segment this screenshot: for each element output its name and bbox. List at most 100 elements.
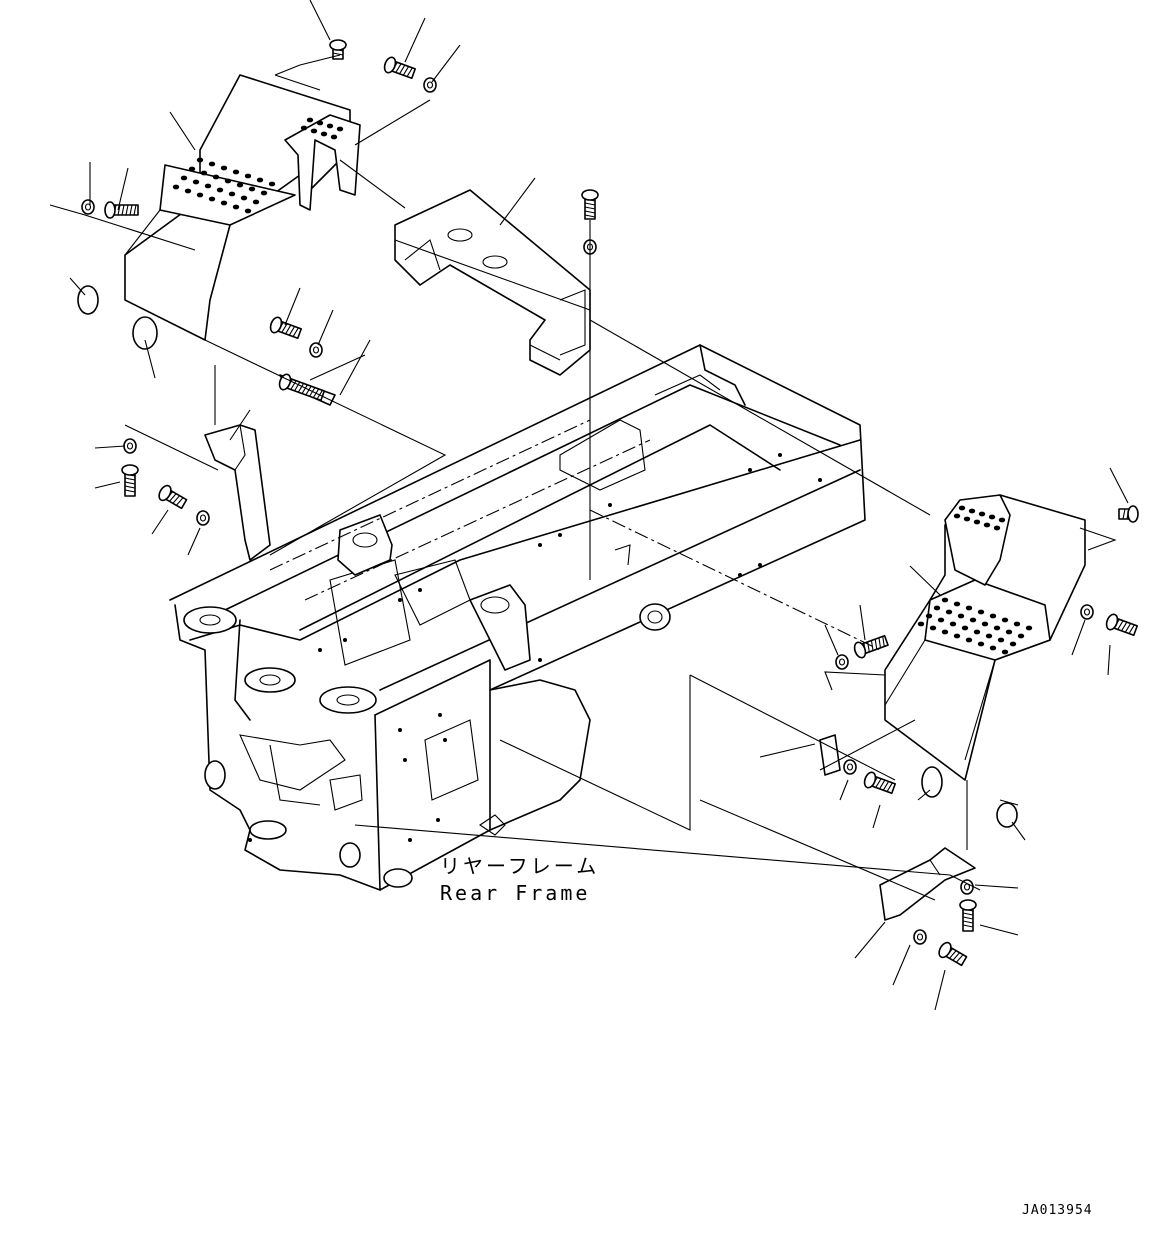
perforation-hole [961,625,969,631]
center-bracket [394,189,591,376]
washer [843,759,857,775]
perforation-hole [172,184,180,190]
perforation-hole [204,183,212,189]
bolt [329,39,347,60]
perforation-hole [300,125,308,131]
right-support-bracket [819,734,976,921]
perforation-hole [985,633,993,639]
bolt [959,899,977,932]
perforation-hole [316,120,324,126]
perforation-hole [917,621,925,627]
perforation-hole [200,170,208,176]
perforation-hole [929,625,937,631]
perforation-hole [1017,633,1025,639]
bolt [269,316,303,340]
assembly-lines [124,54,1117,901]
right-step-cover [884,494,1086,781]
perforation-hole [993,525,1001,531]
perforation-hole [260,190,268,196]
plug-cap [921,766,943,798]
perforation-hole [989,645,997,651]
perforation-hole [306,117,314,123]
left-step-cover [124,74,361,341]
perforation-hole [188,166,196,172]
perforation-hole [310,128,318,134]
perforation-hole [248,186,256,192]
perforation-hole [180,175,188,181]
plug-cap [132,316,158,350]
bolt [278,373,326,402]
washer [309,342,323,358]
perforation-hole [208,196,216,202]
perforation-hole [330,134,338,140]
bolt [104,201,139,219]
perforation-hole [212,174,220,180]
washer [196,510,210,526]
perforation-hole [232,169,240,175]
perforation-hole [1001,617,1009,623]
perforation-hole [957,613,965,619]
perforation-hole [941,597,949,603]
leader-lines [49,0,1129,1011]
perforation-hole [208,161,216,167]
perforation-hole [933,605,941,611]
bolt [383,56,417,80]
perforation-hole [1005,629,1013,635]
perforation-hole [965,605,973,611]
perforation-hole [953,633,961,639]
perforation-hole [969,617,977,623]
perforation-hole [973,519,981,525]
perforation-hole [320,131,328,137]
perforation-hole [983,522,991,528]
frame-label-jp: リヤーフレーム [440,854,599,878]
perforation-hole [216,187,224,193]
perforation-hole [196,157,204,163]
perforation-hole [1009,641,1017,647]
perforation-hole [228,191,236,197]
washer [835,654,849,670]
perforation-hole [997,637,1005,643]
perforation-hole [326,123,334,129]
bolt [158,484,188,510]
perforation-hole [1025,625,1033,631]
perforation-hole [978,511,986,517]
washer [123,438,137,454]
perforation-hole [963,516,971,522]
perforation-hole [224,178,232,184]
perforation-hole [196,192,204,198]
perforation-hole [244,173,252,179]
perforation-hole [989,613,997,619]
bolt [938,941,968,967]
perforation-hole [977,641,985,647]
perforation-hole [925,613,933,619]
perforation-hole [945,609,953,615]
washer [1080,604,1094,620]
washer [960,879,974,895]
washer [81,199,95,215]
perforation-hole [981,621,989,627]
perforation-hole [236,182,244,188]
perforation-hole [336,126,344,132]
perforation-hole [244,208,252,214]
perforation-hole [941,629,949,635]
bolt [853,634,889,659]
perforation-hole [192,179,200,185]
frame-label-en: Rear Frame [440,881,590,905]
perforation-hole [977,609,985,615]
perforation-hole [220,200,228,206]
bolt [863,771,897,795]
perforation-hole [184,188,192,194]
perforation-hole [968,508,976,514]
bolt [121,464,139,497]
washer [913,929,927,945]
perforation-hole [953,601,961,607]
perforation-hole [240,195,248,201]
drawing-code: JA013954 [1022,1203,1093,1218]
perforation-hole [220,165,228,171]
perforation-hole [268,181,276,187]
bolt [1105,613,1139,637]
perforation-hole [252,199,260,205]
bolt [1118,505,1139,523]
plug-cap [996,802,1018,828]
